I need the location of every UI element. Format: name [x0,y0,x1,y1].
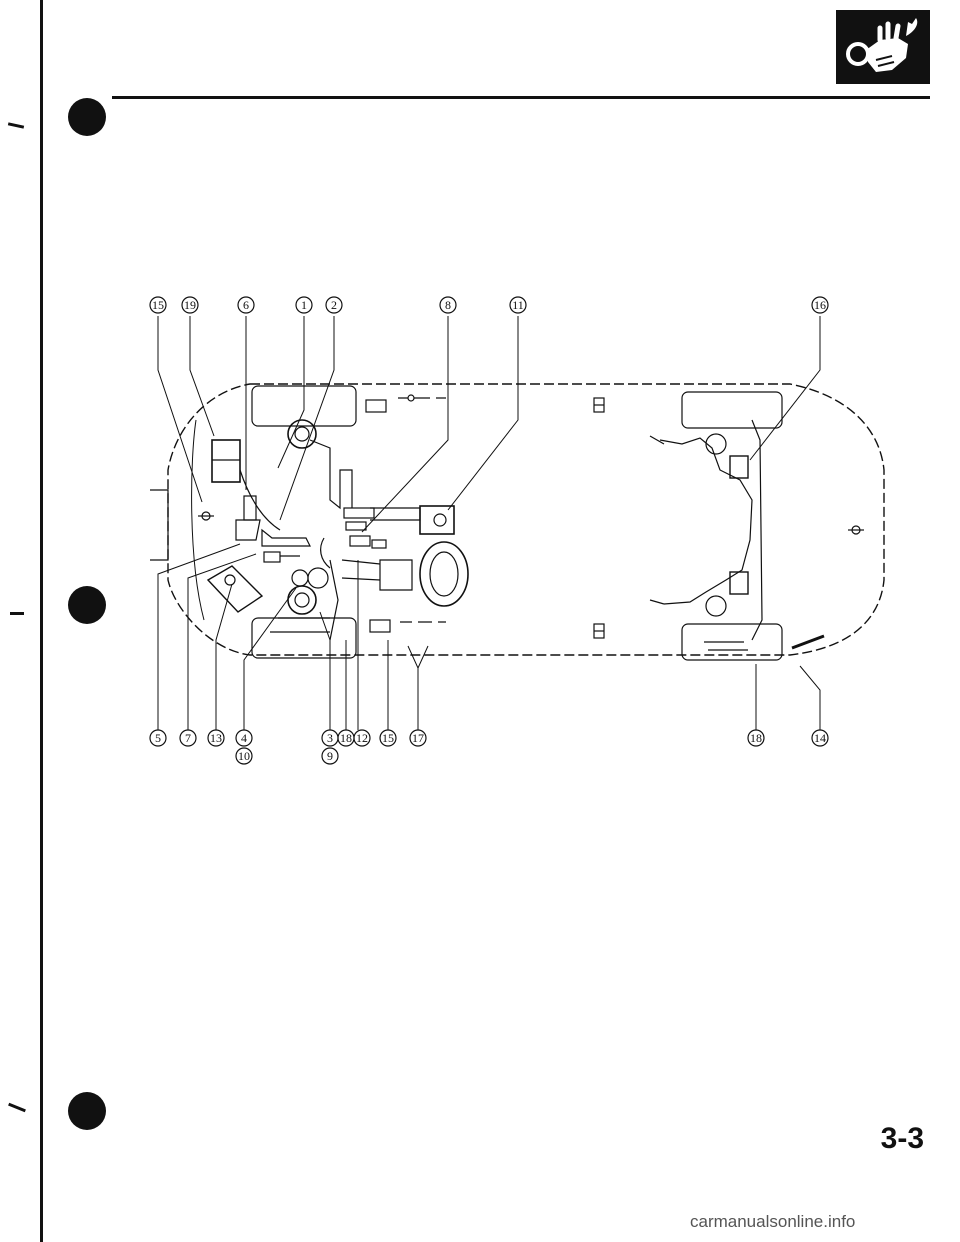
callout-label: 17 [412,731,424,745]
callout-marker [321,747,339,765]
watermark-text: carmanualsonline.info [690,1212,856,1231]
margin-tick-middle [10,612,24,615]
rear-harness [649,419,825,651]
binder-hole-middle [68,586,106,624]
callout-label: 16 [814,298,826,312]
callout-label: 19 [184,298,196,312]
callout-label: 14 [814,731,826,745]
callout-marker [747,729,765,747]
callout-marker [207,729,225,747]
callout-marker [325,296,343,314]
steering-wheel-area [341,505,469,607]
callout-label: 8 [445,298,451,312]
callout-label: 10 [238,749,250,763]
callout-marker [149,296,167,314]
callout-label: 15 [382,731,394,745]
leader-lines [157,316,821,730]
callout-marker [295,296,313,314]
front-wheel-wells [251,385,783,661]
header-rule [112,96,930,99]
binder-spine-line [40,0,43,1242]
cabin-symbols [198,394,864,639]
wrench-fist-logo-icon [836,10,930,84]
callout-label: 2 [331,298,337,312]
callout-marker [353,729,371,747]
callout-label: 13 [210,731,222,745]
callout-marker [439,296,457,314]
callout-marker [811,729,829,747]
callout-bottom-row: 5 7 13 4 10 3 18 12 9 15 17 18 14 [149,729,829,765]
callout-label: 7 [185,731,191,745]
callout-label: 11 [512,298,524,312]
callout-marker [509,296,527,314]
engine-compartment [206,419,353,641]
callout-label: 5 [155,731,161,745]
callout-label: 12 [356,731,368,745]
callout-marker [237,296,255,314]
callout-label: 9 [327,749,333,763]
callout-label: 18 [340,731,352,745]
callout-label: 15 [152,298,164,312]
callout-marker [235,729,253,747]
callout-marker [409,729,427,747]
callout-label: 3 [327,731,333,745]
callout-marker [235,747,253,765]
callout-marker [149,729,167,747]
callout-label: 18 [750,731,762,745]
callout-label: 6 [243,298,249,312]
binder-hole-top [68,98,106,136]
callout-marker [379,729,397,747]
callout-label: 1 [301,298,307,312]
callout-label: 4 [241,731,247,745]
callout-marker [181,296,199,314]
vehicle-outline [150,383,885,656]
binder-hole-bottom [68,1092,106,1130]
callout-marker [179,729,197,747]
callout-marker [811,296,829,314]
callout-top-row: 15 19 6 1 2 8 11 16 [149,296,829,314]
page-number: 3-3 [880,1122,924,1155]
